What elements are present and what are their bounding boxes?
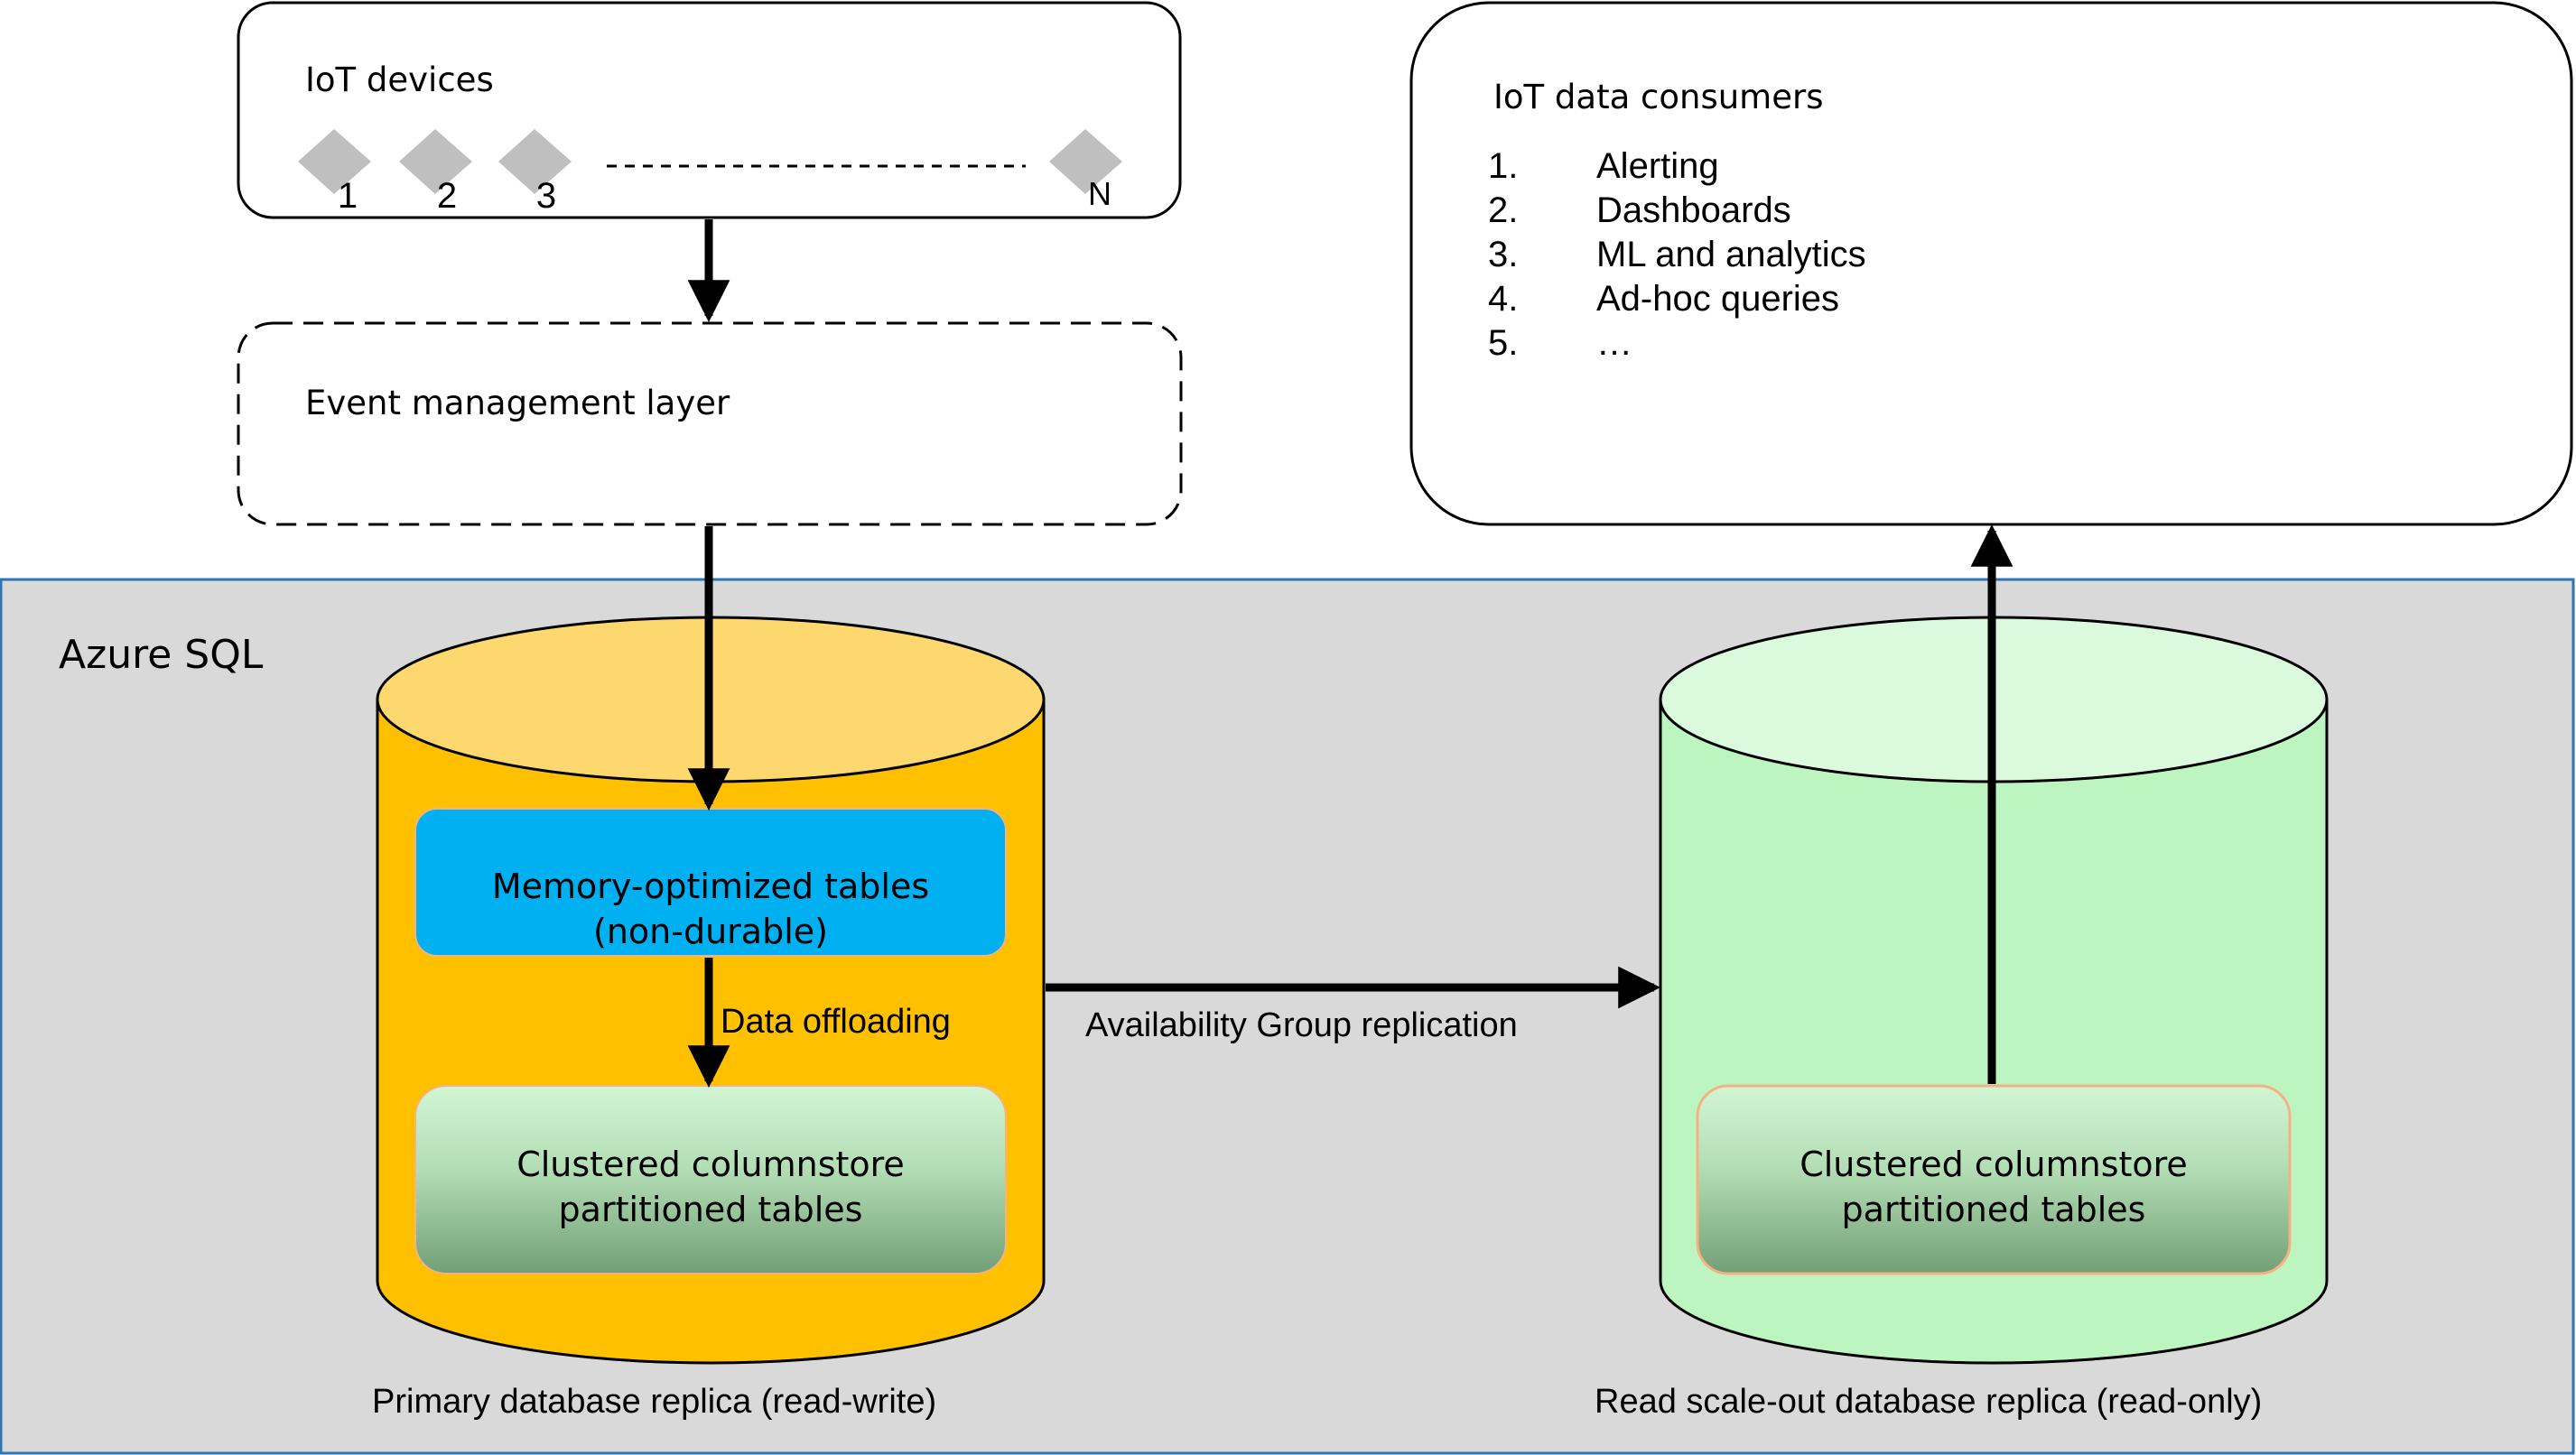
consumer-label-5: …	[1596, 323, 1632, 363]
iot-devices-box: IoT devices 1 2 3 N	[237, 1, 1182, 219]
consumer-num-4: 4.	[1488, 279, 1518, 319]
data-offloading-label: Data offloading	[721, 1003, 951, 1041]
azure-sql-title: Azure SQL	[59, 632, 264, 678]
consumer-list: 1. Alerting 2. Dashboards 3. ML and anal…	[1488, 146, 1866, 363]
consumer-label-1: Alerting	[1596, 146, 1719, 186]
primary-columnstore-line1: Clustered columnstore	[516, 1145, 905, 1184]
device-label-3: 3	[536, 176, 556, 216]
consumer-num-3: 3.	[1488, 235, 1518, 274]
flow-arrows	[687, 219, 2013, 1089]
ag-replication-label: Availability Group replication	[1085, 1006, 1518, 1044]
event-management-box: Event management layer	[237, 321, 1183, 526]
consumer-label-4: Ad-hoc queries	[1596, 279, 1839, 319]
device-icon-3	[498, 129, 572, 194]
consumer-num-2: 2.	[1488, 190, 1518, 230]
consumer-num-5: 5.	[1488, 323, 1518, 363]
secondary-columnstore-line2: partitioned tables	[1842, 1190, 2146, 1229]
secondary-columnstore-tables	[1696, 1084, 2292, 1275]
consumer-label-2: Dashboards	[1596, 190, 1791, 230]
iot-consumers-title: IoT data consumers	[1493, 78, 1823, 116]
memory-optimized-line2: (non-durable)	[593, 912, 828, 951]
device-icon-1	[298, 129, 371, 194]
device-icon-2	[399, 129, 472, 194]
device-label-2: 2	[437, 176, 457, 216]
consumer-label-3: ML and analytics	[1596, 235, 1866, 274]
consumer-num-1: 1.	[1488, 146, 1518, 186]
memory-optimized-line1: Memory-optimized tables	[492, 867, 929, 906]
device-label-1: 1	[338, 176, 358, 216]
iot-consumers-box: IoT data consumers 1. Alerting 2. Dashbo…	[1409, 1, 2573, 526]
device-label-n: N	[1088, 175, 1111, 212]
secondary-columnstore-line1: Clustered columnstore	[1799, 1145, 2188, 1184]
secondary-database-caption: Read scale-out database replica (read-on…	[1595, 1383, 2262, 1421]
iot-devices-title: IoT devices	[305, 60, 494, 99]
event-management-title: Event management layer	[305, 384, 730, 422]
primary-database-caption: Primary database replica (read-write)	[372, 1383, 936, 1421]
device-icon-n	[1049, 129, 1122, 194]
primary-columnstore-line2: partitioned tables	[559, 1190, 863, 1229]
